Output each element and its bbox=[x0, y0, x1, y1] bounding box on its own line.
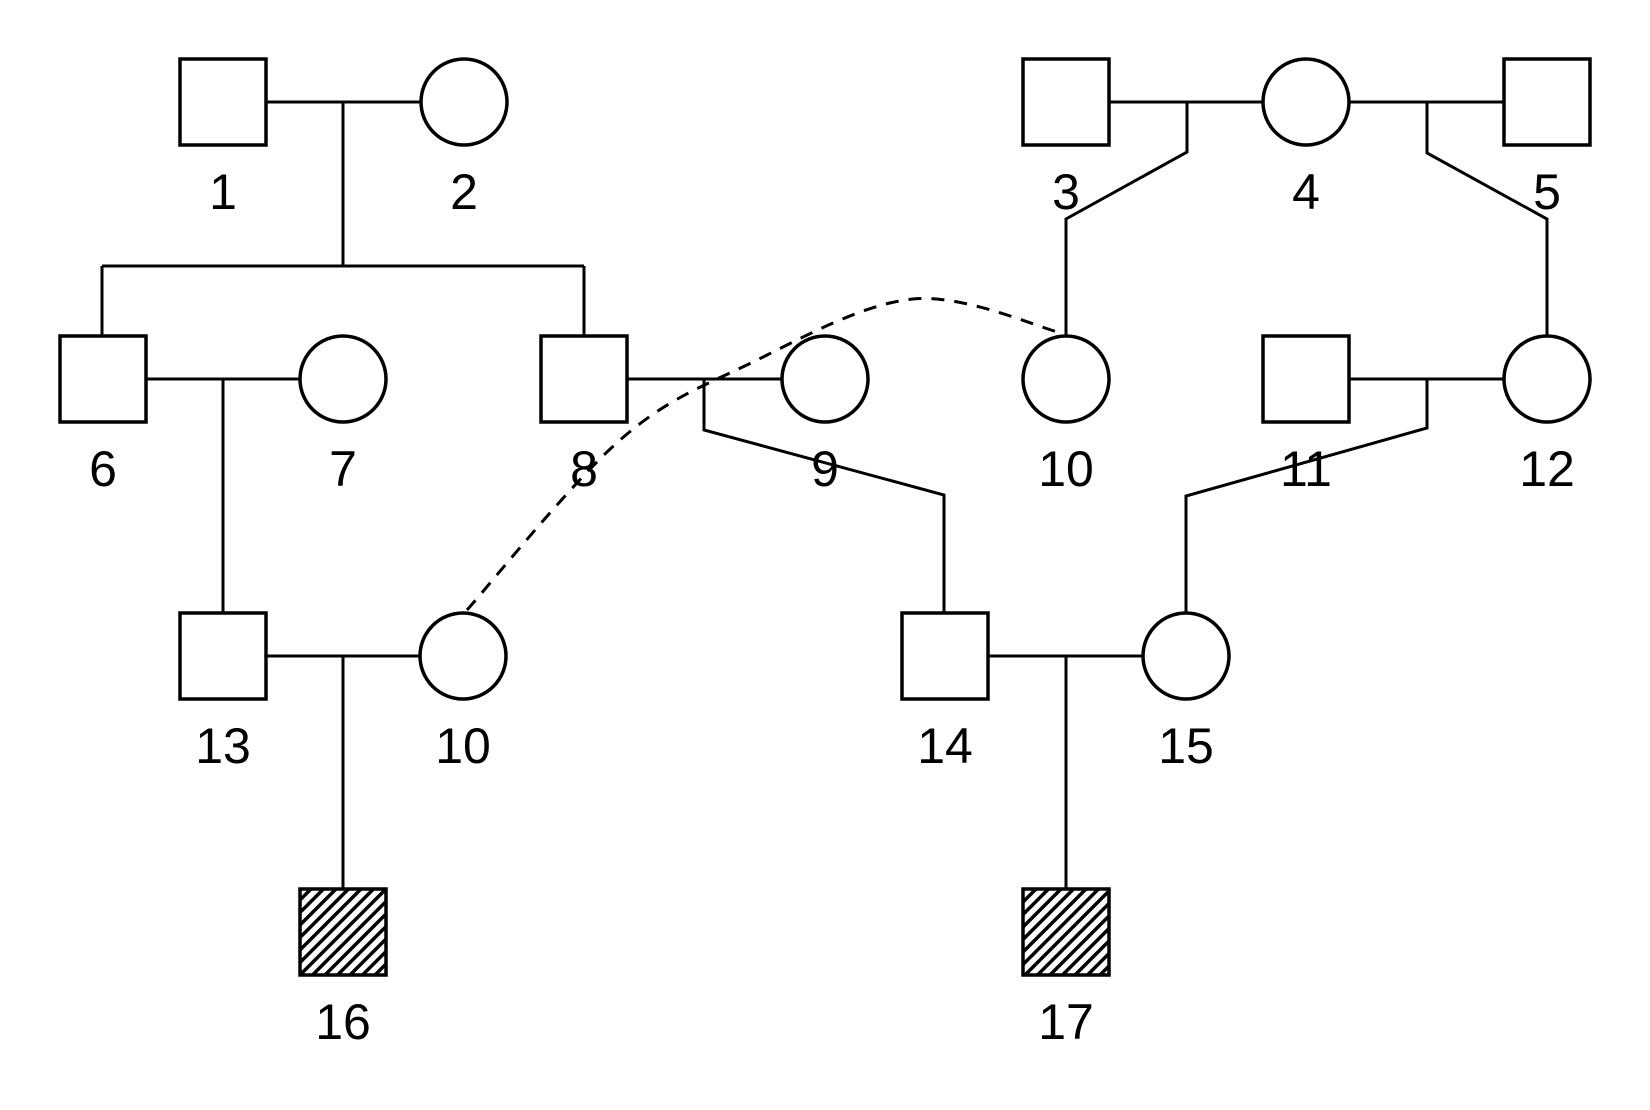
individual-14: 14 bbox=[900, 611, 990, 774]
individual-8: 8 bbox=[539, 334, 629, 497]
individual-15-circle-unaffected bbox=[1141, 611, 1231, 701]
individual-7-circle-unaffected bbox=[298, 334, 388, 424]
individual-10-left-label: 10 bbox=[435, 718, 491, 774]
individual-7: 7 bbox=[298, 334, 388, 497]
descent-line-8-9-to-14 bbox=[702, 379, 946, 613]
individual-16-square-affected bbox=[298, 887, 388, 977]
descent-line-11-12-to-15 bbox=[1184, 379, 1429, 613]
individual-10-left-circle-unaffected bbox=[418, 611, 508, 701]
individual-2-label: 2 bbox=[450, 164, 478, 220]
individual-16: 16 bbox=[298, 887, 388, 1050]
individual-9-circle-unaffected bbox=[780, 334, 870, 424]
individual-10-right-label: 10 bbox=[1038, 441, 1094, 497]
individual-4-label: 4 bbox=[1292, 164, 1320, 220]
individual-11: 11 bbox=[1261, 334, 1351, 497]
individual-8-square-unaffected bbox=[539, 334, 629, 424]
individual-3-label: 3 bbox=[1052, 164, 1080, 220]
individual-13-label: 13 bbox=[195, 718, 251, 774]
individual-6-label: 6 bbox=[89, 441, 117, 497]
individual-3: 3 bbox=[1021, 57, 1111, 220]
individual-10-right-circle-unaffected bbox=[1021, 334, 1111, 424]
individual-11-square-unaffected bbox=[1261, 334, 1351, 424]
individual-5-square-unaffected bbox=[1502, 57, 1592, 147]
individual-10-left: 10 bbox=[418, 611, 508, 774]
individual-12: 12 bbox=[1502, 334, 1592, 497]
individual-14-square-unaffected bbox=[900, 611, 990, 701]
descent-line-4-5-to-12 bbox=[1425, 102, 1549, 336]
individual-17-label: 17 bbox=[1038, 994, 1094, 1050]
duplicate-individual-10-link bbox=[465, 296, 1059, 611]
individual-13: 13 bbox=[178, 611, 268, 774]
individual-5: 5 bbox=[1502, 57, 1592, 220]
individual-1-square-unaffected bbox=[178, 57, 268, 147]
individual-5-label: 5 bbox=[1533, 164, 1561, 220]
individual-6: 6 bbox=[58, 334, 148, 497]
individual-1: 1 bbox=[178, 57, 268, 220]
individual-9: 9 bbox=[780, 334, 870, 497]
individual-15-label: 15 bbox=[1158, 718, 1214, 774]
individual-2: 2 bbox=[419, 57, 509, 220]
individual-4-circle-unaffected bbox=[1261, 57, 1351, 147]
individual-15: 15 bbox=[1141, 611, 1231, 774]
individual-8-label: 8 bbox=[570, 441, 598, 497]
individual-17-square-affected bbox=[1021, 887, 1111, 977]
individual-4: 4 bbox=[1261, 57, 1351, 220]
individual-6-square-unaffected bbox=[58, 334, 148, 424]
individual-17: 17 bbox=[1021, 887, 1111, 1050]
individual-12-circle-unaffected bbox=[1502, 334, 1592, 424]
individual-9-label: 9 bbox=[811, 441, 839, 497]
individual-12-label: 12 bbox=[1519, 441, 1575, 497]
individual-3-square-unaffected bbox=[1021, 57, 1111, 147]
individual-7-label: 7 bbox=[329, 441, 357, 497]
individual-16-label: 16 bbox=[315, 994, 371, 1050]
individual-10-right: 10 bbox=[1021, 334, 1111, 497]
individual-1-label: 1 bbox=[209, 164, 237, 220]
descent-line-3-4-to-10 bbox=[1064, 102, 1189, 336]
individual-13-square-unaffected bbox=[178, 611, 268, 701]
individual-2-circle-unaffected bbox=[419, 57, 509, 147]
individual-11-label: 11 bbox=[1280, 441, 1332, 497]
relationship-lines bbox=[100, 100, 1549, 889]
individual-14-label: 14 bbox=[917, 718, 973, 774]
